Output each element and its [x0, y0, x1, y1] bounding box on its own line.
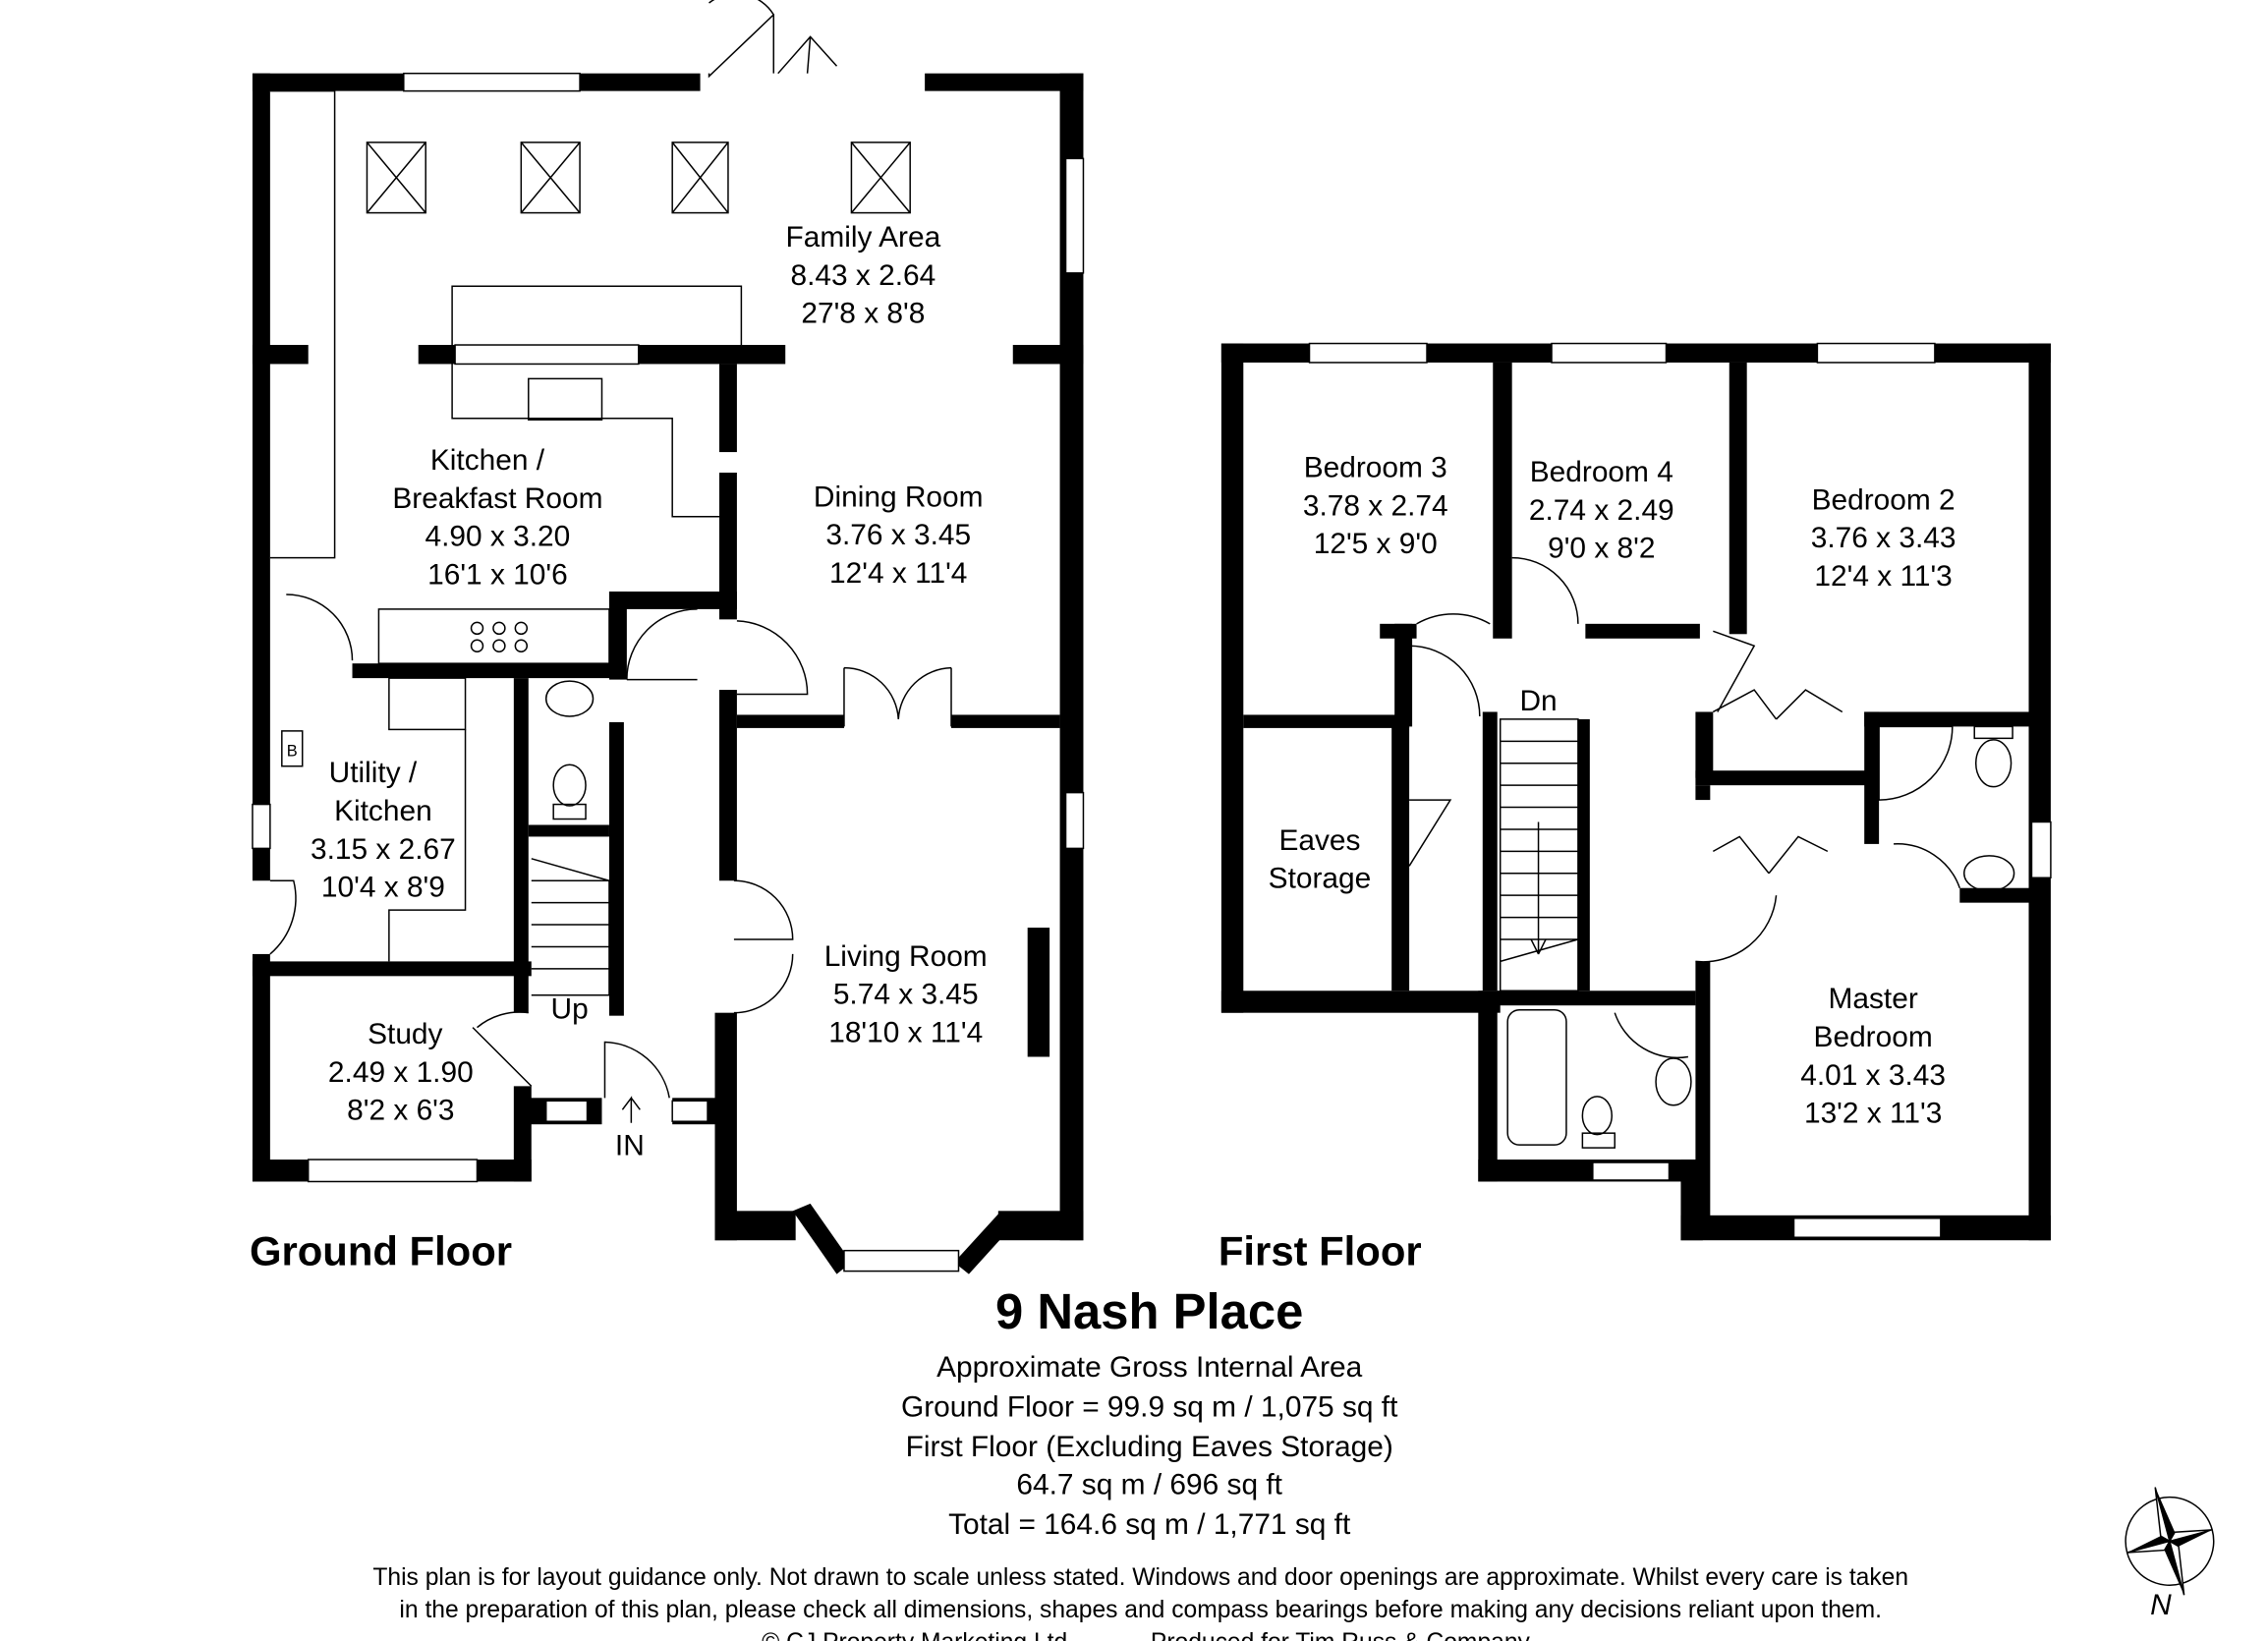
first-floor-fixtures — [1408, 556, 2015, 1149]
room-name-study: Study — [368, 1018, 442, 1050]
room-imperial-bedroom-3: 12'5 x 9'0 — [1314, 528, 1438, 560]
boiler-label: B — [287, 742, 298, 760]
area-first: First Floor (Excluding Eaves Storage) — [906, 1431, 1393, 1463]
room-name-living: Living Room — [824, 940, 988, 973]
room-name-bedroom-4: Bedroom 4 — [1530, 456, 1673, 488]
room-metric-master: 4.01 x 3.43 — [1800, 1059, 1946, 1092]
ground-floor-fixtures — [269, 0, 952, 1123]
room-name-bedroom-3: Bedroom 3 — [1304, 451, 1447, 483]
room-name-family-area: Family Area — [786, 221, 941, 254]
room-metric-bedroom-2: 3.76 x 3.43 — [1811, 522, 1956, 554]
compass-icon — [2125, 1487, 2215, 1596]
entrance-label: IN — [615, 1130, 645, 1162]
room-name-kitchen: Kitchen / — [430, 444, 545, 477]
room-imperial-study: 8'2 x 6'3 — [347, 1095, 454, 1127]
room-name-master-2: Bedroom — [1814, 1021, 1933, 1053]
room-imperial-bedroom-2: 12'4 x 11'3 — [1814, 560, 1952, 593]
copyright: © CJ Property Marketing Ltd — [762, 1629, 1067, 1641]
room-imperial-utility: 10'4 x 8'9 — [321, 872, 445, 904]
room-metric-bedroom-3: 3.78 x 2.74 — [1303, 489, 1448, 522]
room-name-utility-2: Kitchen — [334, 795, 432, 827]
room-imperial-family-area: 27'8 x 8'8 — [801, 298, 925, 330]
room-name-eaves: Eaves — [1278, 824, 1360, 857]
room-imperial-dining: 12'4 x 11'4 — [829, 557, 967, 590]
room-metric-study: 2.49 x 1.90 — [328, 1056, 474, 1089]
room-imperial-living: 18'10 x 11'4 — [828, 1017, 983, 1049]
area-ground: Ground Floor = 99.9 sq m / 1,075 sq ft — [901, 1390, 1398, 1423]
room-metric-family-area: 8.43 x 2.64 — [790, 259, 936, 292]
room-name-eaves-2: Storage — [1269, 863, 1372, 895]
property-title: 9 Nash Place — [995, 1283, 1303, 1339]
ground-floor-title: Ground Floor — [250, 1228, 512, 1274]
room-metric-living: 5.74 x 3.45 — [833, 979, 979, 1011]
room-metric-utility: 3.15 x 2.67 — [311, 833, 456, 866]
produced-for: Produced for Tim Russ & Company — [1151, 1629, 1531, 1641]
room-name-kitchen-2: Breakfast Room — [392, 482, 602, 515]
ground-floor-labels: Family Area 8.43 x 2.64 27'8 x 8'8 Kitch… — [250, 221, 988, 1274]
room-imperial-kitchen: 16'1 x 10'6 — [427, 559, 568, 592]
room-name-dining: Dining Room — [814, 481, 984, 513]
area-heading: Approximate Gross Internal Area — [936, 1351, 1363, 1384]
room-metric-kitchen: 4.90 x 3.20 — [425, 521, 571, 553]
area-total: Total = 164.6 sq m / 1,771 sq ft — [948, 1508, 1351, 1541]
first-floor-labels: Bedroom 3 3.78 x 2.74 12'5 x 9'0 Bedroom… — [1219, 451, 1956, 1273]
first-floor-walls — [1220, 342, 2052, 1241]
disclaimer-line-2: in the preparation of this plan, please … — [399, 1597, 1882, 1623]
stairs-down-label: Dn — [1519, 685, 1557, 717]
room-imperial-master: 13'2 x 11'3 — [1804, 1098, 1942, 1130]
area-first-value: 64.7 sq m / 696 sq ft — [1016, 1469, 1282, 1501]
room-name-master: Master — [1829, 983, 1918, 1015]
room-metric-bedroom-4: 2.74 x 2.49 — [1529, 494, 1674, 527]
room-name-bedroom-2: Bedroom 2 — [1812, 483, 1956, 516]
disclaimer-line-1: This plan is for layout guidance only. N… — [372, 1564, 1908, 1591]
room-metric-dining: 3.76 x 3.45 — [825, 519, 971, 551]
compass-north-label: N — [2150, 1589, 2172, 1621]
first-floor-title: First Floor — [1219, 1228, 1422, 1274]
stairs-up-label: Up — [551, 993, 589, 1026]
ground-floor-walls — [252, 72, 1085, 1274]
room-imperial-bedroom-4: 9'0 x 8'2 — [1548, 533, 1655, 565]
room-name-utility: Utility / — [329, 757, 418, 789]
